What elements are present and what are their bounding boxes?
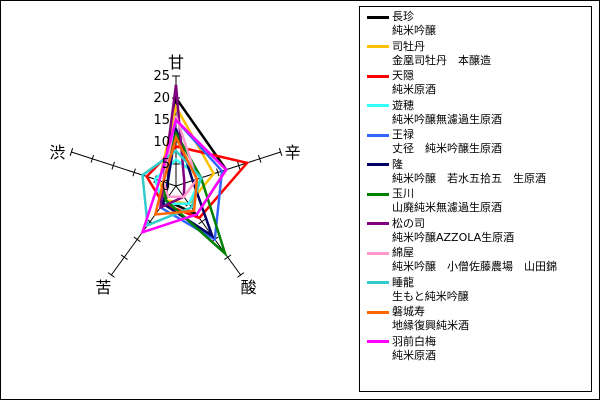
legend-name: 王禄 bbox=[392, 128, 414, 141]
legend-item: 王禄丈径 純米吟醸生原酒 bbox=[367, 128, 591, 158]
legend-row: 遊穂 bbox=[367, 99, 591, 113]
legend-row: 羽前白梅 bbox=[367, 335, 591, 349]
legend-subname: 生もと純米吟醸 bbox=[392, 289, 469, 303]
axis-tick bbox=[224, 254, 232, 260]
legend-subname: 山廃純米無濾過生原酒 bbox=[392, 201, 502, 214]
legend-subname: 地縁復興純米酒 bbox=[392, 319, 469, 332]
radar-series bbox=[140, 84, 250, 258]
legend-swatch bbox=[367, 163, 389, 166]
legend-subname: 丈径 純米吟醸生原酒 bbox=[392, 142, 502, 155]
axis-label-4: 渋 bbox=[49, 143, 65, 162]
legend-subname: 純米吟醸 小僧佐藤農場 山田錦 bbox=[392, 260, 557, 273]
axis-label-1: 辛 bbox=[285, 143, 301, 162]
legend-swatch bbox=[367, 45, 389, 48]
axis-tick bbox=[111, 161, 115, 170]
legend-swatch bbox=[367, 222, 389, 225]
legend-item: 松の司純米吟醸AZZOLA生原酒 bbox=[367, 217, 591, 247]
legend-subname: 純米吟醸 bbox=[392, 24, 436, 37]
axis-tick bbox=[90, 154, 95, 163]
legend-item: 睡龍生もと純米吟醸 bbox=[367, 276, 591, 306]
legend-subname: 金凰司牡丹 本醸造 bbox=[392, 53, 491, 67]
axis-label-3: 苦 bbox=[95, 278, 111, 297]
r-tick-label: 25 bbox=[153, 69, 170, 84]
series-line-10 bbox=[153, 134, 199, 216]
r-tick-label: 10 bbox=[153, 135, 170, 150]
legend-name: 玉川 bbox=[392, 187, 414, 200]
legend-item: 綿屋純米吟醸 小僧佐藤農場 山田錦 bbox=[367, 246, 591, 276]
axis-tick bbox=[257, 154, 262, 163]
axis-tick bbox=[198, 218, 206, 225]
axis-line-2 bbox=[175, 185, 242, 276]
legend-swatch bbox=[367, 104, 389, 107]
legend-swatch bbox=[367, 74, 389, 78]
axis-label-2: 酸 bbox=[241, 278, 257, 297]
legend-item: 天隠純米原酒 bbox=[367, 69, 591, 99]
legend-name: 睡龍 bbox=[392, 275, 414, 289]
legend-subname: 純米吟醸無濾過生原酒 bbox=[392, 112, 502, 126]
legend-row: 松の司 bbox=[367, 217, 591, 231]
legend-swatch bbox=[367, 310, 389, 314]
series-line-11 bbox=[140, 117, 228, 235]
legend-name: 司牡丹 bbox=[392, 39, 425, 53]
legend-subname: 純米吟醸 若水五拾五 生原酒 bbox=[392, 171, 546, 185]
axis-tick bbox=[237, 161, 241, 170]
legend-row: 磐城寿 bbox=[367, 305, 591, 319]
legend-swatch bbox=[367, 251, 389, 255]
axis-tick bbox=[278, 148, 283, 156]
legend-name: 綿屋 bbox=[392, 246, 414, 259]
axis-tick bbox=[120, 254, 128, 260]
r-tick-label: 5 bbox=[162, 157, 170, 172]
axis-tick bbox=[133, 236, 141, 243]
axis-tick bbox=[237, 272, 245, 278]
legend: 長珍純米吟醸司牡丹金凰司牡丹 本醸造天隠純米原酒遊穂純米吟醸無濾過生原酒王禄丈径… bbox=[359, 6, 592, 392]
r-tick-label: 15 bbox=[153, 113, 170, 128]
r-tick-label: 0 bbox=[162, 179, 170, 194]
legend-swatch bbox=[367, 281, 389, 284]
legend-row: 睡龍 bbox=[367, 276, 591, 290]
legend-name: 長珍 bbox=[392, 10, 414, 23]
legend-row: 王禄 bbox=[367, 128, 591, 142]
legend-swatch bbox=[367, 133, 389, 137]
r-tick-label: 20 bbox=[153, 91, 170, 106]
legend-name: 天隠 bbox=[392, 69, 414, 82]
legend-name: 隆 bbox=[392, 157, 403, 171]
legend-item: 遊穂純米吟醸無濾過生原酒 bbox=[367, 99, 591, 129]
legend-item: 玉川山廃純米無濾過生原酒 bbox=[367, 187, 591, 217]
legend-item: 磐城寿地縁復興純米酒 bbox=[367, 305, 591, 335]
legend-subname: 純米吟醸AZZOLA生原酒 bbox=[392, 230, 515, 244]
legend-row: 玉川 bbox=[367, 187, 591, 201]
legend-name: 羽前白梅 bbox=[392, 334, 436, 348]
axis-tick bbox=[107, 272, 115, 278]
legend-row: 隆 bbox=[367, 158, 591, 172]
legend-item: 長珍純米吟醸 bbox=[367, 10, 591, 40]
legend-row: 綿屋 bbox=[367, 246, 591, 260]
axis-tick bbox=[69, 148, 74, 156]
axis-tick bbox=[132, 168, 136, 177]
legend-item: 羽前白梅純米原酒 bbox=[367, 335, 591, 365]
legend-row: 長珍 bbox=[367, 10, 591, 24]
series-line-9 bbox=[141, 149, 203, 227]
legend-swatch bbox=[367, 192, 389, 196]
axis-tick bbox=[216, 168, 220, 177]
legend-swatch bbox=[367, 340, 389, 343]
legend-name: 磐城寿 bbox=[392, 305, 425, 318]
legend-row: 天隠 bbox=[367, 69, 591, 83]
axis-label-0: 甘 bbox=[168, 53, 184, 72]
legend-subname: 純米原酒 bbox=[392, 348, 436, 362]
legend-item: 隆純米吟醸 若水五拾五 生原酒 bbox=[367, 158, 591, 188]
legend-row: 司牡丹 bbox=[367, 40, 591, 54]
legend-subname: 純米原酒 bbox=[392, 83, 436, 96]
legend-name: 松の司 bbox=[392, 216, 425, 230]
legend-swatch bbox=[367, 15, 389, 19]
legend-name: 遊穂 bbox=[392, 98, 414, 112]
legend-item: 司牡丹金凰司牡丹 本醸造 bbox=[367, 40, 591, 70]
